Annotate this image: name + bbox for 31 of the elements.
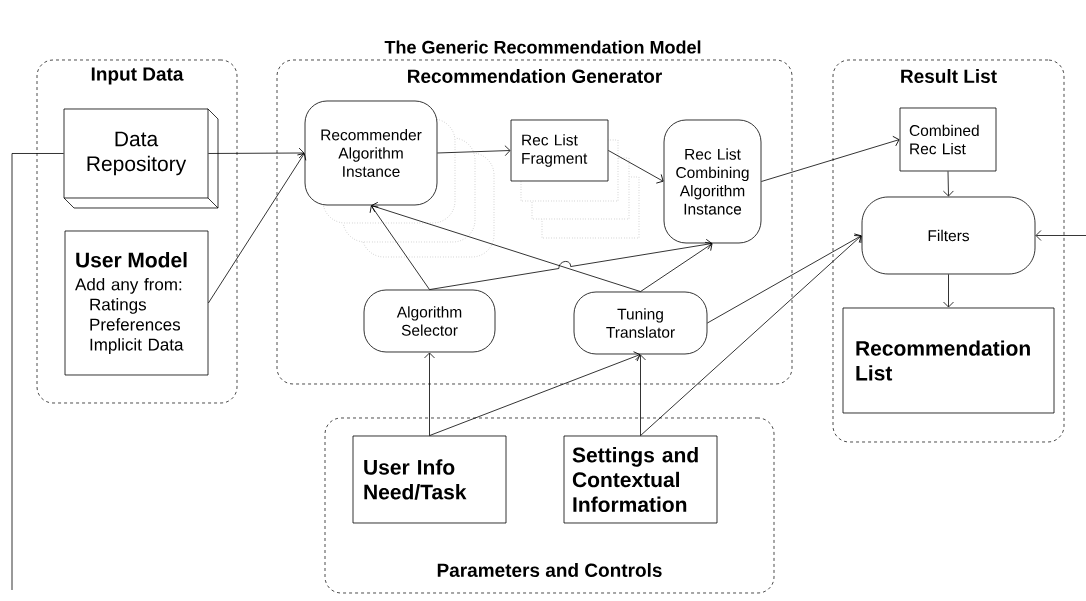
process-box: Algorithm Selector <box>363 289 496 353</box>
arrow <box>943 274 954 308</box>
arrow <box>943 171 954 197</box>
process-box: Filters <box>861 196 1036 275</box>
diagram-title: The Generic Recommendation Model <box>384 40 701 54</box>
output-box: Recommendation List <box>842 307 1055 414</box>
arrow <box>640 235 862 436</box>
arrow <box>640 241 713 292</box>
text-box: User Model Add any from: Ratings Preferences Implicit Data <box>64 230 209 376</box>
connector-line <box>11 153 64 591</box>
arrow <box>371 201 641 292</box>
arrow <box>437 145 511 157</box>
list-box: Rec List Fragment <box>510 119 609 182</box>
arrow <box>1035 230 1086 241</box>
arrow <box>208 147 305 159</box>
arrow <box>208 153 307 304</box>
process-box: Rec List Combining Algorithm Instance <box>663 119 762 244</box>
arrow <box>429 351 641 436</box>
arrow <box>635 354 646 436</box>
arrow <box>608 150 664 184</box>
input-box: User Info Need/Task <box>352 435 507 524</box>
input-box: Settings and Contextual Information <box>563 435 718 524</box>
arrow <box>424 352 435 436</box>
storage-box: Data Repository <box>63 108 219 209</box>
process-box: Tuning Translator <box>573 291 708 355</box>
process-box: Recommender Algorithm Instance <box>304 100 438 206</box>
list-box: Combined Rec List <box>899 107 997 172</box>
arrow <box>369 205 430 290</box>
arrow <box>761 135 900 182</box>
arrow <box>429 238 713 290</box>
arrow <box>707 233 862 324</box>
